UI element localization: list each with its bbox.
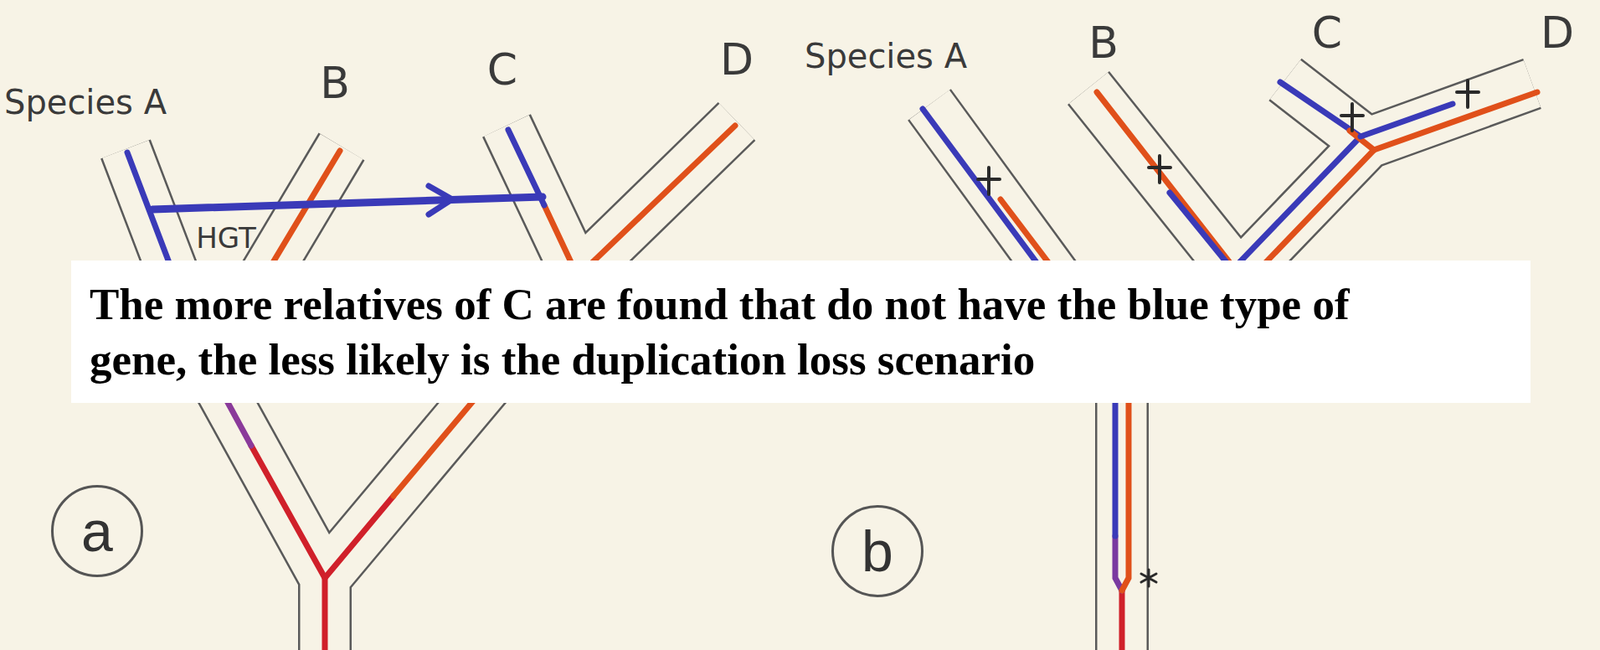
panel-letter: a xyxy=(81,502,114,560)
red-gene xyxy=(324,495,394,578)
species-label: Species A xyxy=(4,82,167,122)
loss-cross xyxy=(1148,155,1171,183)
hgt-arrow-head xyxy=(428,185,453,215)
panel-letter-circle: a xyxy=(51,484,144,577)
purple-gene xyxy=(1115,535,1122,591)
red-gene xyxy=(251,445,325,650)
panel-letter: b xyxy=(861,522,894,580)
hgt-arrow-line xyxy=(152,196,543,210)
loss-cross xyxy=(977,167,1000,195)
species-label: D xyxy=(1540,8,1575,59)
species-label: B xyxy=(319,58,350,109)
duplication-asterisk xyxy=(1141,569,1157,587)
species-label: C xyxy=(487,45,518,96)
loss-cross xyxy=(1341,103,1364,131)
red-gene xyxy=(1119,590,1126,650)
caption-box: The more relatives of C are found that d… xyxy=(71,260,1531,403)
species-label: C xyxy=(1311,8,1343,59)
blue-gene xyxy=(1169,192,1233,270)
blue-gene xyxy=(1360,103,1453,137)
caption-text: The more relatives of C are found that d… xyxy=(89,276,1446,387)
species-label: Species A xyxy=(804,36,968,76)
transfer-label: HGT xyxy=(195,221,256,255)
orange-gene xyxy=(577,125,736,277)
species-label: B xyxy=(1088,18,1119,69)
orange-gene xyxy=(1096,92,1246,283)
panel-letter-circle: b xyxy=(831,504,924,597)
species-label: D xyxy=(720,35,754,86)
loss-cross xyxy=(1456,80,1479,108)
